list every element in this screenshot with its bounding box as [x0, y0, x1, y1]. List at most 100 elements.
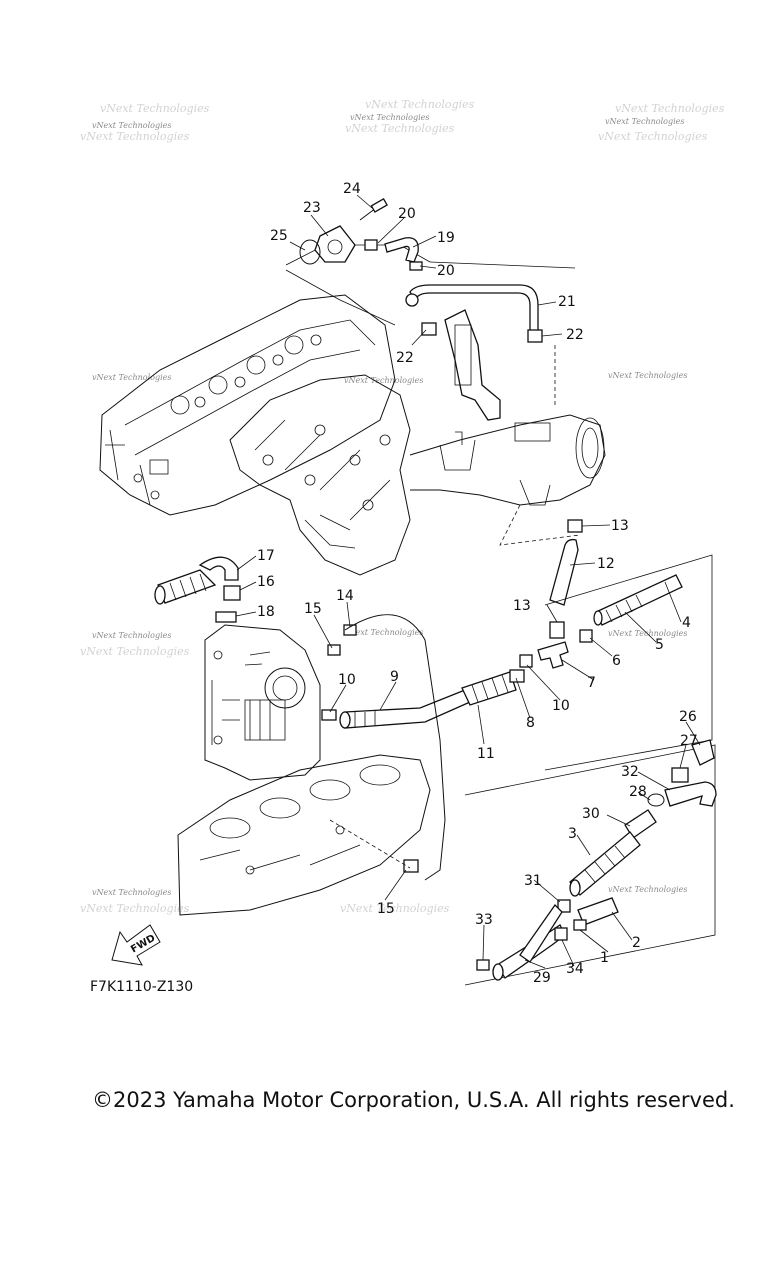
callout-31: 31: [524, 873, 542, 889]
part-4-hose: [593, 574, 683, 626]
callout-labels: 24 23 20 25 19 20 21 22 22 13 17 12 16 1…: [257, 181, 698, 986]
callout-22-right: 22: [566, 327, 584, 343]
part-12-hose: [549, 538, 579, 606]
callout-21: 21: [558, 294, 576, 310]
svg-text:vNext Technologies: vNext Technologies: [345, 122, 455, 135]
callout-19: 19: [437, 230, 455, 246]
part-3-hose: [569, 831, 641, 897]
callout-3: 3: [568, 826, 577, 842]
callout-5: 5: [655, 637, 664, 653]
leader-lines: [235, 194, 701, 969]
svg-text:vNext Technologies: vNext Technologies: [340, 902, 450, 915]
throttle-body-tube: [409, 414, 606, 506]
part-10-clamp-left: [321, 709, 337, 721]
callout-14: 14: [336, 588, 354, 604]
svg-text:vNext Technologies: vNext Technologies: [344, 628, 423, 637]
svg-text:vNext Technologies: vNext Technologies: [615, 102, 725, 115]
part-18-clamp: [215, 611, 237, 623]
svg-text:vNext Technologies: vNext Technologies: [80, 902, 190, 915]
watermark-6: vNext Technologies: [608, 371, 687, 380]
part-1-clamp: [573, 919, 587, 931]
callout-7: 7: [587, 675, 596, 691]
callout-6: 6: [612, 653, 621, 669]
svg-text:vNext Technologies: vNext Technologies: [80, 130, 190, 143]
svg-text:vNext Technologies: vNext Technologies: [100, 102, 210, 115]
part-32-elbow: [664, 781, 717, 807]
engine-cylinder-head: [99, 294, 396, 516]
part-17-hose: [154, 556, 239, 605]
callout-24: 24: [343, 181, 361, 197]
part-31-clamp: [557, 899, 571, 913]
intake-manifold: [229, 374, 411, 576]
callout-34: 34: [566, 961, 584, 977]
forward-arrow-icon: FWD: [111, 924, 161, 966]
callout-20-bottom: 20: [437, 263, 455, 279]
part-15-clip-left: [327, 644, 341, 656]
watermark-5: vNext Technologies: [344, 376, 423, 385]
callout-9: 9: [390, 669, 399, 685]
cable-line: [344, 614, 446, 881]
callout-32: 32: [621, 764, 639, 780]
callout-12: 12: [597, 556, 615, 572]
svg-text:vNext Technologies: vNext Technologies: [598, 130, 708, 143]
watermark-11: vNext Technologies: [340, 902, 450, 915]
callout-30: 30: [582, 806, 600, 822]
callout-4: 4: [682, 615, 691, 631]
part-28-ring: [647, 793, 665, 807]
callout-11: 11: [477, 746, 495, 762]
svg-text:vNext Technologies: vNext Technologies: [92, 888, 171, 897]
callout-25: 25: [270, 228, 288, 244]
part-33-clamp: [476, 959, 490, 971]
svg-text:vNext Technologies: vNext Technologies: [608, 371, 687, 380]
svg-text:vNext Technologies: vNext Technologies: [92, 373, 171, 382]
part-9-hose: [339, 689, 471, 729]
engine-block-lower: [177, 754, 431, 916]
callout-18: 18: [257, 604, 275, 620]
svg-text:vNext Technologies: vNext Technologies: [344, 376, 423, 385]
callout-17: 17: [257, 548, 275, 564]
callout-33: 33: [475, 912, 493, 928]
callout-20-top: 20: [398, 206, 416, 222]
svg-text:vNext Technologies: vNext Technologies: [350, 113, 429, 122]
part-13-clamps: [567, 519, 583, 533]
diagram-code: F7K1110-Z130: [90, 979, 193, 995]
callout-13-top: 13: [611, 518, 629, 534]
svg-text:vNext Technologies: vNext Technologies: [92, 121, 171, 130]
copyright-notice: ©2023 Yamaha Motor Corporation, U.S.A. A…: [92, 1088, 735, 1112]
part-6-clamp: [579, 629, 593, 643]
part-27-clamp: [671, 767, 689, 783]
callout-10-left: 10: [338, 672, 356, 688]
watermark-4: vNext Technologies: [92, 373, 171, 382]
part-34-clamp: [554, 927, 568, 941]
callout-16: 16: [257, 574, 275, 590]
svg-text:vNext Technologies: vNext Technologies: [92, 631, 171, 640]
bracket-right-mid: [544, 554, 713, 771]
part-25-oring: [299, 239, 321, 265]
part-bracket-device: [421, 309, 501, 421]
callout-15-bottom: 15: [377, 901, 395, 917]
callout-27: 27: [680, 733, 698, 749]
part-19-hose: [364, 237, 423, 271]
callout-26: 26: [679, 709, 697, 725]
callout-2: 2: [632, 935, 641, 951]
callout-13-mid: 13: [513, 598, 531, 614]
watermark-12: vNext Technologies: [608, 885, 687, 894]
callout-28: 28: [629, 784, 647, 800]
part-26-fitting: [691, 739, 715, 766]
part-10-clamp-right: [519, 654, 533, 668]
bracket-right-lower: [464, 744, 716, 986]
throttle-body: [204, 624, 321, 781]
part-7-tee: [537, 621, 569, 669]
part-11-bellows: [461, 671, 517, 706]
watermark-8: vNext Technologies: [344, 628, 423, 637]
svg-text:vNext Technologies: vNext Technologies: [608, 885, 687, 894]
callout-29: 29: [533, 970, 551, 986]
callout-1: 1: [600, 950, 609, 966]
part-23-cover: [314, 198, 388, 263]
part-16-clamp: [223, 585, 241, 601]
